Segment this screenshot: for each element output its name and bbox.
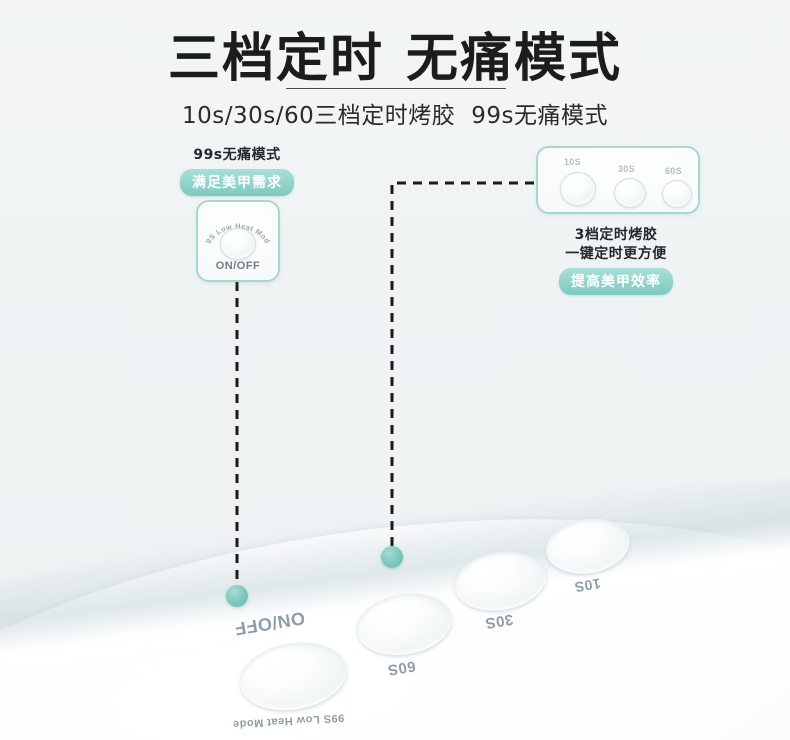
callout-right: 3档定时烤胶 一键定时更方便 提高美甲效率 — [520, 226, 712, 295]
card-right-30s-label: 30S — [618, 164, 635, 174]
product-onoff-button[interactable] — [234, 634, 352, 718]
callout-right-badge: 提高美甲效率 — [559, 268, 673, 295]
subtitle-part-1: 10s/30s/60三档定时烤胶 — [181, 103, 456, 129]
page-title: 三档定时无痛模式 — [0, 16, 790, 91]
product-60s-button[interactable] — [351, 586, 457, 662]
card-left-onoff-knob[interactable] — [220, 228, 256, 260]
callout-right-heading-line-1: 3档定时烤胶 — [574, 227, 658, 243]
product-30s-button[interactable] — [450, 544, 551, 618]
product-60s-label: 60S — [386, 657, 417, 679]
product-10s-label: 10S — [573, 575, 602, 596]
callout-left-device-card: 99S Low Heat Mode ON/OFF — [196, 200, 280, 282]
callout-right-device-card: 10S 30S 60S — [536, 146, 700, 214]
title-part-2: 无痛模式 — [406, 29, 623, 89]
connector-dot-right — [381, 546, 403, 568]
card-right-60s-button[interactable] — [662, 180, 692, 208]
card-right-30s-button[interactable] — [614, 178, 646, 208]
connector-dot-left — [226, 585, 248, 607]
callout-left-badge: 满足美甲需求 — [180, 169, 294, 196]
title-divider — [286, 88, 506, 89]
card-right-60s-label: 60S — [665, 166, 682, 176]
callout-right-heading-line-2: 一键定时更方便 — [565, 246, 667, 262]
subtitle-part-2: 99s无痛模式 — [471, 103, 608, 129]
page-subtitle: 10s/30s/60三档定时烤胶 99s无痛模式 — [0, 96, 790, 130]
callout-left-heading: 99s无痛模式 — [193, 147, 281, 163]
title-part-1: 三档定时 — [167, 29, 384, 89]
product-onoff-label: ON/OFF — [233, 607, 307, 640]
card-left-onoff-label: ON/OFF — [215, 260, 261, 272]
card-right-buttons: 10S 30S 60S — [538, 148, 698, 212]
card-right-10s-button[interactable] — [560, 172, 596, 206]
callout-left: 99s无痛模式 满足美甲需求 — [137, 146, 337, 196]
product-30s-label: 30S — [483, 610, 515, 632]
card-right-10s-label: 10S — [564, 157, 581, 167]
